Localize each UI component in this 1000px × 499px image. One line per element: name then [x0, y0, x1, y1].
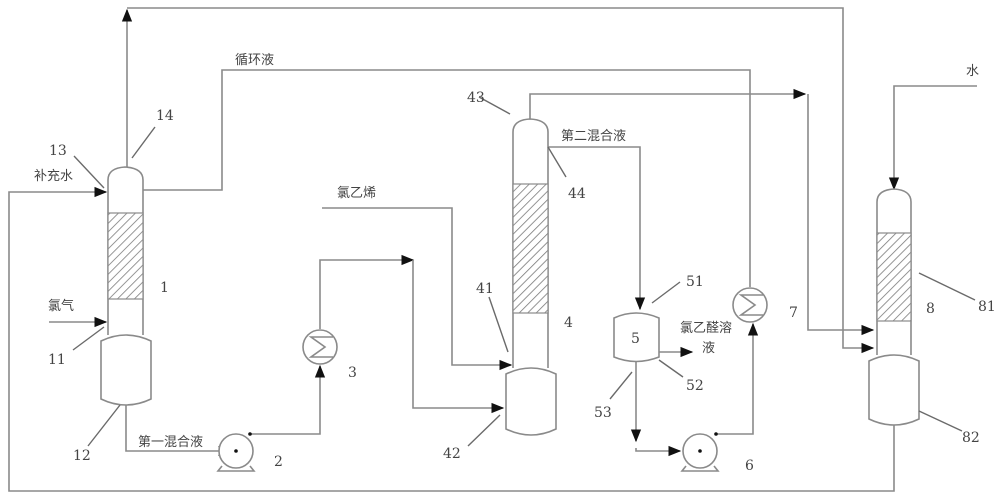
- ref-2: 2: [274, 454, 283, 470]
- ref-13: 13: [49, 143, 67, 159]
- leader-53: [610, 372, 632, 399]
- heat-exchanger-7: [733, 288, 767, 322]
- pipe-he3-to-col4: [320, 260, 413, 329]
- leader-41: [489, 297, 508, 352]
- ref-7: 7: [789, 305, 798, 321]
- ref-52: 52: [686, 378, 704, 394]
- leader-82: [919, 411, 962, 431]
- label-makeup-water: 补充水: [34, 168, 73, 184]
- leader-42: [468, 415, 500, 446]
- label-chloroacetaldehyde-line1: 氯乙醛溶: [680, 320, 732, 336]
- leader-14: [132, 127, 155, 158]
- column-4: [506, 119, 556, 435]
- ref-42: 42: [443, 446, 461, 462]
- ref-82: 82: [962, 430, 980, 446]
- heat-exchanger-3: [303, 330, 337, 364]
- leader-11: [73, 327, 104, 350]
- leader-52: [659, 360, 683, 377]
- label-first-mixture: 第一混合液: [138, 435, 203, 450]
- label-chloroacetaldehyde-line2: 液: [702, 341, 715, 356]
- ref-6: 6: [745, 458, 754, 474]
- pipe-recycle-liquid: [130, 70, 750, 287]
- ref-81: 81: [978, 299, 996, 315]
- pump-6: [682, 432, 718, 471]
- ref-11: 11: [48, 352, 66, 368]
- tank-column-8: [869, 355, 919, 425]
- pipe-pump6-to-he7: [716, 324, 753, 434]
- label-chlorine: 氯气: [48, 298, 74, 314]
- ref-4: 4: [564, 315, 573, 331]
- leader-51: [652, 282, 680, 303]
- pipe-pump2-to-he3: [250, 366, 320, 434]
- packing-column-8: [877, 233, 911, 321]
- packing-column-4: [513, 184, 548, 313]
- ref-5: 5: [631, 331, 640, 347]
- leader-81: [919, 273, 975, 300]
- ref-43: 43: [467, 90, 485, 106]
- ref-44: 44: [568, 186, 586, 202]
- pipe-water-feed: [894, 86, 977, 189]
- label-recycle-liquid: 循环液: [235, 53, 274, 68]
- column-1: [101, 167, 151, 405]
- column-8: [869, 189, 919, 425]
- label-water: 水: [966, 64, 979, 79]
- leader-13: [74, 156, 104, 188]
- packing-column-1: [108, 213, 143, 299]
- leader-44: [548, 147, 566, 177]
- ref-3: 3: [348, 365, 357, 381]
- ref-1: 1: [160, 280, 169, 296]
- label-vinyl-chloride: 氯乙烯: [337, 186, 376, 201]
- leader-12: [88, 405, 120, 446]
- ref-14: 14: [156, 108, 174, 124]
- tank-column-1: [101, 335, 151, 405]
- pipe-col4-top-to-col8-b: [808, 94, 873, 330]
- label-second-mixture: 第二混合液: [561, 129, 626, 144]
- ref-53: 53: [594, 405, 612, 421]
- tank-column-4: [506, 368, 556, 435]
- pipe-vessel5-to-pump6-b: [636, 448, 680, 451]
- ref-41: 41: [476, 281, 494, 297]
- ref-8: 8: [926, 301, 935, 317]
- ref-12: 12: [73, 448, 91, 464]
- pump-2: [218, 432, 254, 471]
- pipe-col4-top-to-col8: [530, 94, 805, 120]
- ref-51: 51: [686, 274, 704, 290]
